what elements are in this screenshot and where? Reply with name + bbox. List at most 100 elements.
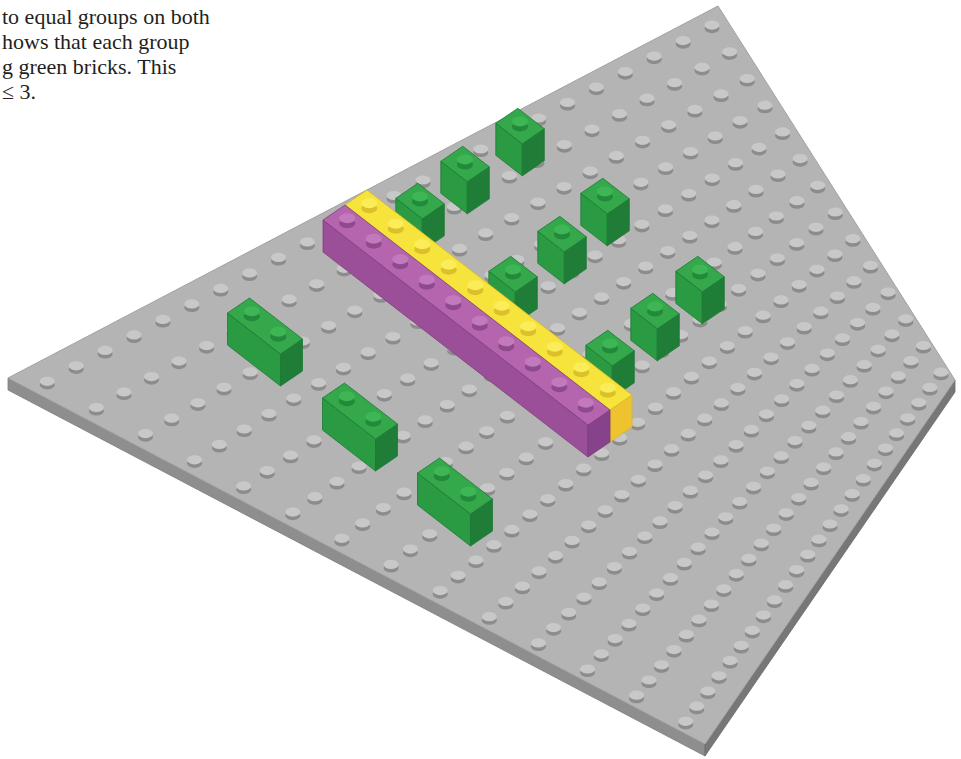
note-line: g green bricks. This <box>2 54 210 79</box>
plate-stud-top <box>285 507 300 516</box>
plate-stud-top <box>648 459 663 468</box>
plate-stud-top <box>661 120 676 129</box>
plate-stud-top <box>577 593 592 602</box>
plate-stud-top <box>504 213 519 222</box>
plate-stud-top <box>810 265 825 274</box>
plate-stud-top <box>522 509 537 518</box>
green-brick-top <box>676 256 725 292</box>
plate-stud-top <box>741 554 756 563</box>
plate-stud-top <box>764 353 779 362</box>
plate-stud-top <box>479 426 494 435</box>
green-brick-stud-top <box>602 339 618 349</box>
plate-stud-top <box>679 630 694 639</box>
plate-stud-top <box>199 341 214 350</box>
plate-stud-top <box>916 341 931 350</box>
plate-stud-top <box>634 220 649 229</box>
plate-stud-top <box>184 299 199 308</box>
plate-stud-top <box>748 227 763 236</box>
plate-stud-top <box>616 277 631 286</box>
plate-stud-top <box>307 435 322 444</box>
plate-stud-top <box>809 223 824 232</box>
plate-stud-top <box>609 151 624 160</box>
plate-stud-top <box>934 368 949 377</box>
plate-stud-top <box>400 374 415 383</box>
plate-stud-top <box>747 368 762 377</box>
green-brick-top <box>396 183 445 219</box>
green-brick-stud-top <box>512 117 528 127</box>
plate-stud-top <box>689 702 704 711</box>
plate-stud-top <box>695 63 710 72</box>
plate-stud-top <box>681 189 696 198</box>
plate-stud-top <box>676 36 691 45</box>
plate-stud-top <box>744 425 759 434</box>
plate-stud-top <box>622 547 637 556</box>
plate-stud-top <box>355 518 370 527</box>
plate-stud-top <box>469 555 484 564</box>
plate-stud-top <box>722 47 737 56</box>
plate-stud-top <box>531 197 546 206</box>
plate-stud-top <box>271 253 286 262</box>
plate-stud-top <box>117 387 132 396</box>
plate-stud-top <box>823 519 838 528</box>
yellow-bar-stud-top <box>600 383 616 393</box>
plate-stud-top <box>790 196 805 205</box>
yellow-bar-stud-top <box>467 280 483 290</box>
green-brick-stud-top <box>597 187 613 197</box>
plate-stud-top <box>898 314 913 323</box>
plate-stud-top <box>881 288 896 297</box>
plate-stud-top <box>813 307 828 316</box>
plate-stud-top <box>752 143 767 152</box>
plate-stud-top <box>592 577 607 586</box>
plate-stud-top <box>418 415 433 424</box>
plate-stud-top <box>376 503 391 512</box>
plate-stud-top <box>384 560 399 569</box>
plate-stud-top <box>499 468 514 477</box>
purple-bar-side <box>323 220 588 457</box>
green-brick-stud-top <box>692 265 708 275</box>
plate-stud-top <box>811 535 826 544</box>
plate-stud-top <box>729 569 744 578</box>
green-brick-top <box>631 293 680 329</box>
plate-stud-top <box>283 451 298 460</box>
plate-stud-top <box>557 182 572 191</box>
plate-stud-top <box>282 295 297 304</box>
plate-stud-top <box>519 453 534 462</box>
plate-stud-top <box>718 512 733 521</box>
purple-bar-stud-top <box>472 316 488 326</box>
purple-bar-stud-top <box>339 213 355 223</box>
plate-stud-top <box>828 207 843 216</box>
plate-stud-top <box>843 375 858 384</box>
plate-stud-top <box>532 566 547 575</box>
plate-stud-top <box>834 504 849 513</box>
plate-stud-top <box>738 326 753 335</box>
plate-stud-top <box>608 634 623 643</box>
plate-stud-top <box>482 612 497 621</box>
plate-stud-top <box>403 545 418 554</box>
plate-stud-top <box>459 442 474 451</box>
plate-stud-top <box>770 253 785 262</box>
plate-stud-top <box>749 185 764 194</box>
plate-stud-top <box>498 597 513 606</box>
plate-stud-top <box>98 346 113 355</box>
note-line: hows that each group <box>2 29 210 54</box>
plate-stud-top <box>307 492 322 501</box>
plate-stud-top <box>714 89 729 98</box>
plate-stud-top <box>778 580 793 589</box>
plate-stud-top <box>889 428 904 437</box>
plate-stud-top <box>576 464 591 473</box>
plate-stud-top <box>704 599 719 608</box>
plate-stud-top <box>629 691 644 700</box>
plate-stud-top <box>691 615 706 624</box>
plate-stud-top <box>642 675 657 684</box>
green-brick-top <box>496 108 545 144</box>
green-brick-stud-top <box>647 302 663 312</box>
plate-stud-top <box>767 595 782 604</box>
plate-stud-top <box>155 315 170 324</box>
green-brick-top <box>586 330 635 366</box>
plate-stud-top <box>658 204 673 213</box>
plate-stud-top <box>190 398 205 407</box>
plate-stud-top <box>775 127 790 136</box>
plate-stud-top <box>712 671 727 680</box>
green-brick-top <box>581 178 630 214</box>
plate-stud-top <box>649 588 664 597</box>
